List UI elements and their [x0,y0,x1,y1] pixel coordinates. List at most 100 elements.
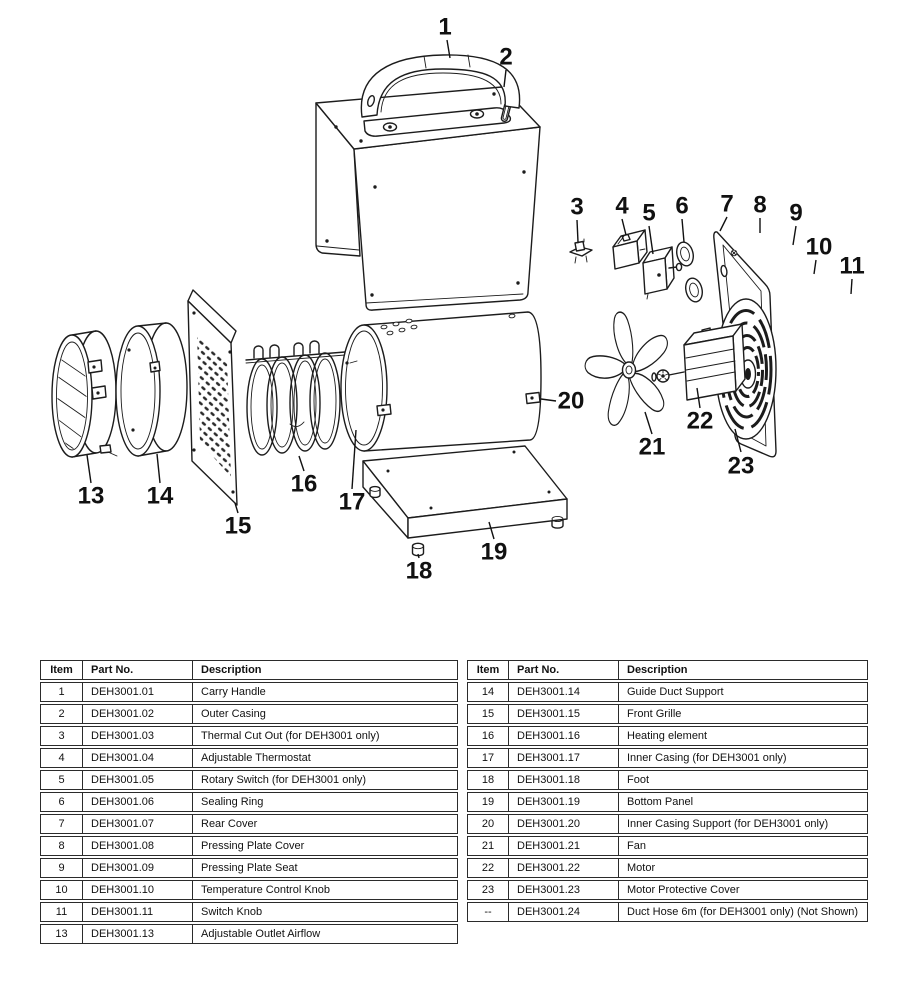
header-cell-item: Item [476,664,500,676]
cell-part-no: DEH3001.21 [508,837,618,855]
callout-label-19: 19 [481,539,508,566]
callout-label-17: 17 [339,489,366,516]
cell-part-no: DEH3001.18 [508,771,618,789]
cell-item: 22 [481,862,495,874]
callout-leader-22 [696,387,701,409]
cell-part-no: DEH3001.20 [508,815,618,833]
cell-item: 13 [55,928,68,940]
cell-description: Adjustable Outlet Airflow [192,925,457,943]
cell-item: -- [484,906,492,918]
callout-leader-23 [734,428,742,453]
callout-label-8: 8 [753,192,766,219]
callout-leader-2 [503,69,507,88]
cell-item: 2 [58,708,65,720]
adjustable-thermostat [612,229,648,270]
cell-item: 9 [58,862,65,874]
cell-part-no: DEH3001.03 [82,727,192,745]
header-cell-part-no: Part No. [508,661,618,679]
cell-item: 10 [55,884,68,896]
cell-part-no: DEH3001.08 [82,837,192,855]
cell-part-no: DEH3001.22 [508,859,618,877]
parts-table-header-row: Item Part No.Description [467,660,868,680]
cell-part-no: DEH3001.16 [508,727,618,745]
header-cell-part-no: Part No. [82,661,192,679]
cell-part-no: DEH3001.19 [508,793,618,811]
cell-description: Switch Knob [192,903,457,921]
cell-part-no: DEH3001.05 [82,771,192,789]
cell-description: Outer Casing [192,705,457,723]
callout-label-1: 1 [438,14,451,41]
callout-leader-10 [813,259,817,275]
callout-leader-17 [351,429,357,490]
callout-leader-4 [621,218,627,236]
carry-handle [360,54,521,118]
cell-part-no: DEH3001.14 [508,683,618,701]
bottom-panel [362,445,568,539]
cell-part-no: DEH3001.13 [82,925,192,943]
cell-part-no: DEH3001.11 [82,903,192,921]
cell-item: 20 [481,818,495,830]
callout-leader-15 [234,502,239,514]
callout-leader-21 [644,411,653,435]
cell-description: Rear Cover [192,815,457,833]
cell-description: Bottom Panel [618,793,867,811]
cell-description: Rotary Switch (for DEH3001 only) [192,771,457,789]
cell-part-no: DEH3001.15 [508,705,618,723]
cell-part-no: DEH3001.04 [82,749,192,767]
adjustable-outlet-airflow [51,330,118,458]
callout-leader-7 [719,216,728,232]
cell-item: 21 [481,840,495,852]
cell-item: 15 [481,708,495,720]
cell-part-no: DEH3001.02 [82,705,192,723]
cell-description: Guide Duct Support [618,683,867,701]
cell-item: 4 [58,752,65,764]
cell-description: Carry Handle [192,683,457,701]
callout-leader-1 [446,39,451,59]
cell-part-no: DEH3001.07 [82,815,192,833]
foot [411,542,425,557]
cell-description: Inner Casing Support (for DEH3001 only) [618,815,867,833]
callout-label-10: 10 [806,234,833,261]
callout-label-2: 2 [499,44,512,71]
sealing-ring [676,241,703,303]
callout-label-16: 16 [291,471,318,498]
callout-label-15: 15 [225,513,252,540]
cell-part-no: DEH3001.01 [82,683,192,701]
cell-description: Duct Hose 6m (for DEH3001 only) (Not Sho… [618,903,867,921]
cell-description: Temperature Control Knob [192,881,457,899]
cell-item: 17 [481,752,495,764]
rotary-switch [642,246,683,300]
cell-description: Foot [618,771,867,789]
callout-label-23: 23 [728,453,755,480]
callout-leader-6 [681,218,685,243]
fan [584,311,668,426]
cell-part-no: DEH3001.09 [82,859,192,877]
callout-leader-9 [792,225,797,246]
callout-label-22: 22 [687,408,714,435]
cell-description: Pressing Plate Seat [192,859,457,877]
callout-leader-3 [576,219,579,243]
callout-leader-18 [417,553,420,559]
cell-description: Adjustable Thermostat [192,749,457,767]
header-cell-description: Description [618,661,867,679]
cell-description: Motor Protective Cover [618,881,867,899]
callout-leader-14 [156,453,161,484]
callout-label-9: 9 [789,200,802,227]
callout-label-4: 4 [615,193,629,220]
cell-item: 16 [481,730,495,742]
callout-label-6: 6 [675,193,688,220]
callout-leader-19 [488,521,495,540]
cell-item: 8 [58,840,65,852]
